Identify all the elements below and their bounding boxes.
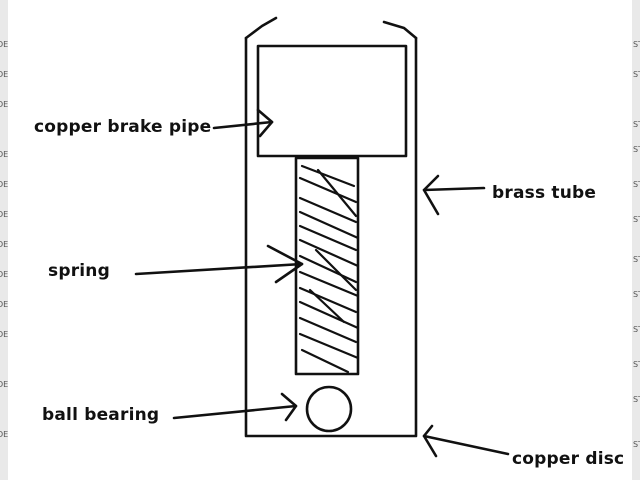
watermark-text: ST — [633, 145, 640, 154]
watermark-text: DE — [0, 70, 8, 79]
watermark-text: DE — [0, 240, 8, 249]
watermark-text: ST — [633, 440, 640, 449]
ball-bearing-circle — [305, 385, 353, 433]
watermark-text: DE — [0, 300, 8, 309]
spring-coil — [298, 254, 358, 284]
spring-coil — [300, 164, 356, 188]
arrow-line — [422, 186, 486, 192]
spring-coil — [298, 210, 360, 240]
arrow-brass-tube — [422, 174, 486, 216]
watermark-text: ST — [633, 360, 640, 369]
label-copper-brake-pipe: copper brake pipe — [34, 117, 211, 137]
arrow-copper-brake-pipe — [212, 108, 274, 138]
spring-coil — [298, 286, 358, 314]
spring-coil — [316, 168, 358, 218]
brass-tube-outline — [244, 36, 418, 438]
spring-coil — [298, 238, 360, 268]
spring-coil — [298, 270, 360, 298]
watermark-text: ST — [633, 70, 640, 79]
watermark-text: ST — [633, 180, 640, 189]
arrow-head — [256, 108, 274, 138]
arrow-head — [422, 174, 440, 216]
arrow-copper-disc — [422, 424, 510, 458]
label-brass-tube: brass tube — [492, 183, 596, 203]
spring-coil — [298, 300, 360, 330]
watermark-text: DE — [0, 150, 8, 159]
watermark-text: DE — [0, 430, 8, 439]
left-watermark-strip: DE DE DE DE DE DE DE DE DE DE DE DE — [0, 0, 8, 480]
watermark-text: ST — [633, 120, 640, 129]
label-copper-disc: copper disc — [512, 449, 624, 469]
watermark-text: ST — [633, 40, 640, 49]
copper-brake-pipe-block — [256, 44, 408, 158]
watermark-text: DE — [0, 100, 8, 109]
spring-coil — [298, 176, 358, 204]
watermark-text: ST — [633, 325, 640, 334]
arrow-head — [422, 424, 438, 458]
watermark-text: DE — [0, 40, 8, 49]
watermark-text: DE — [0, 180, 8, 189]
spring-coil — [300, 348, 350, 374]
watermark-text: DE — [0, 380, 8, 389]
spring-coil — [298, 316, 358, 344]
arrow-spring — [134, 244, 304, 284]
spring-coil — [298, 332, 360, 360]
watermark-text: DE — [0, 210, 8, 219]
tube-flare-right — [382, 20, 418, 40]
watermark-text: ST — [633, 255, 640, 264]
watermark-text: ST — [633, 290, 640, 299]
spring-coils — [298, 164, 360, 374]
arrow-ball-bearing — [172, 392, 298, 422]
label-ball-bearing: ball bearing — [42, 405, 159, 425]
watermark-text: ST — [633, 215, 640, 224]
right-watermark-strip: ST ST ST ST ST ST ST ST ST ST ST ST — [632, 0, 640, 480]
arrow-line — [422, 434, 510, 456]
arrow-head — [280, 392, 298, 422]
spring-coil — [308, 288, 346, 324]
watermark-text: DE — [0, 270, 8, 279]
arrow-line — [212, 120, 274, 130]
arrow-line — [172, 404, 298, 420]
spring-coil — [298, 196, 358, 224]
brass-tube — [244, 16, 418, 438]
arrow-head — [266, 244, 304, 284]
spring-coil — [314, 248, 358, 292]
arrow-line — [134, 262, 304, 276]
label-spring: spring — [48, 261, 110, 281]
watermark-text: ST — [633, 395, 640, 404]
tube-flare-left — [244, 16, 278, 40]
spring-coil — [298, 224, 358, 252]
watermark-text: DE — [0, 330, 8, 339]
